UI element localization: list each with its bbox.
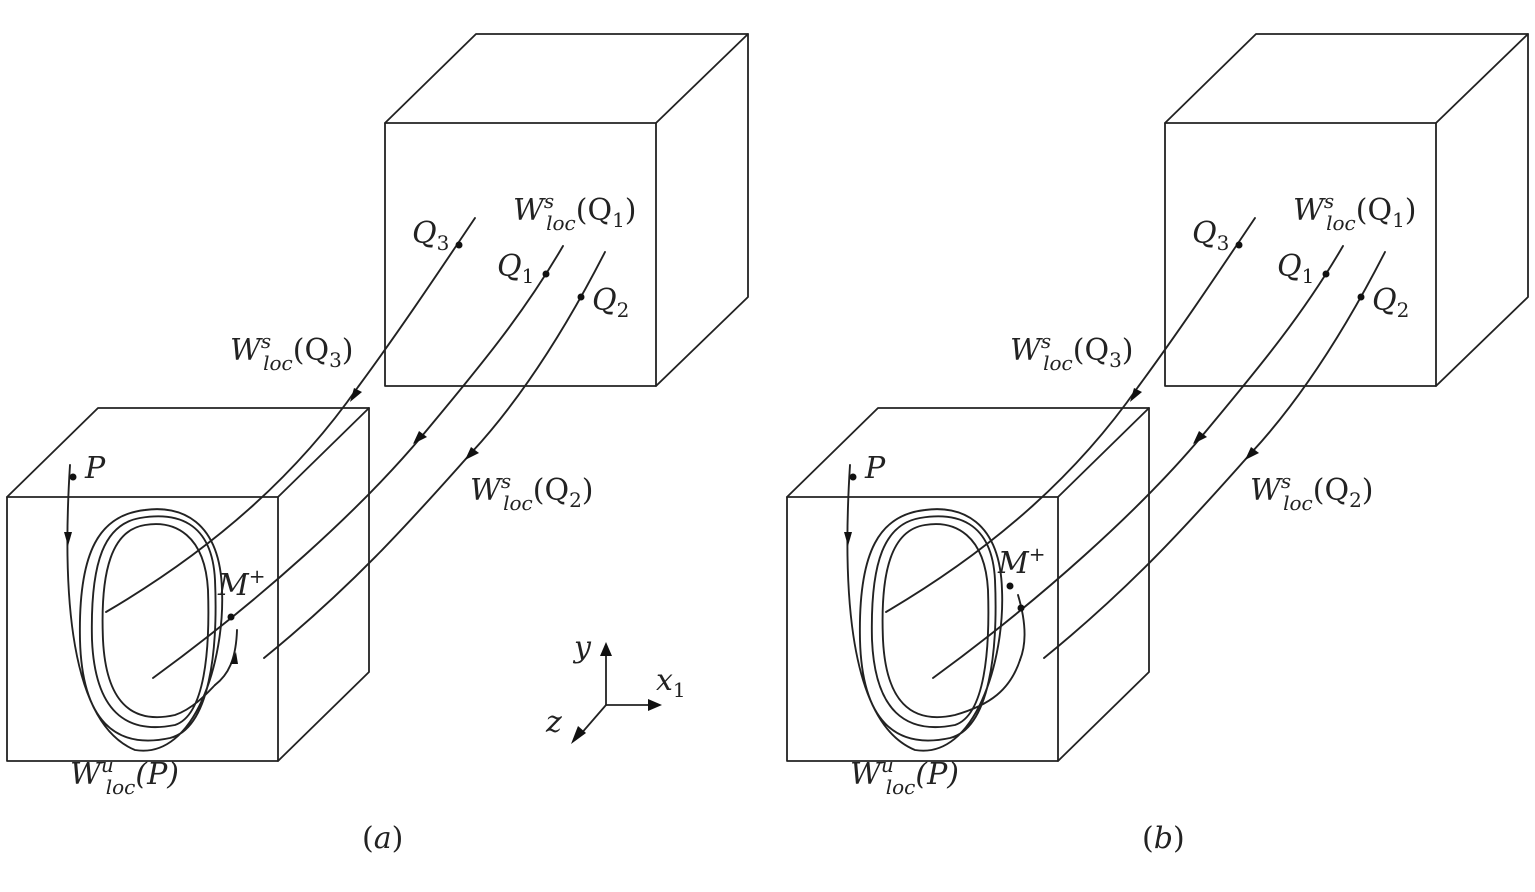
label-p-b: P (864, 451, 886, 486)
point-q1-a (542, 270, 550, 278)
point-p-b (849, 473, 857, 481)
label-q1-b: Q1 (1277, 249, 1314, 288)
arrow-ws-q2-a (465, 447, 479, 460)
unstable-manifold-loops-b (846, 464, 1026, 752)
point-m-a (227, 613, 235, 621)
caption-b: (b) (1142, 821, 1185, 856)
arrow-ws-q2-b (1245, 447, 1259, 460)
point-m-b (1006, 582, 1014, 590)
label-q3-b: Q3 (1192, 216, 1229, 255)
lower-box-b (786, 407, 1150, 762)
upper-box-a (384, 33, 749, 387)
label-m-plus-b: M+ (997, 542, 1045, 581)
point-q1-b (1322, 270, 1330, 278)
caption-a: (a) (362, 821, 403, 856)
axis-label-z: z (545, 705, 562, 740)
arrow-m-a (230, 652, 238, 664)
label-m-plus-a: M+ (217, 564, 265, 603)
arrow-p-b (844, 532, 852, 546)
label-p-a: P (84, 451, 106, 486)
label-q1-a: Q1 (497, 249, 534, 288)
point-q3-a (455, 241, 463, 249)
label-q2-b: Q2 (1372, 283, 1409, 322)
point-p-a (69, 473, 77, 481)
axis-label-y: y (572, 630, 592, 665)
arrow-ws-q3-a (350, 388, 362, 402)
label-q2-a: Q2 (592, 283, 629, 322)
axes-indicator: y x1 z (545, 630, 686, 744)
axis-label-x1: x1 (656, 663, 686, 702)
label-q3-a: Q3 (412, 216, 449, 255)
lower-box-a (6, 407, 370, 762)
point-m-curve-b (1017, 604, 1025, 612)
arrow-ws-q3-b (1130, 388, 1142, 402)
point-q3-b (1235, 241, 1243, 249)
unstable-manifold-loops-a (66, 464, 238, 752)
point-q2-b (1357, 293, 1365, 301)
point-q2-a (577, 293, 585, 301)
arrow-p-a (64, 532, 72, 546)
arrow-ws-q1-a (413, 431, 427, 444)
upper-box-b (1164, 33, 1529, 387)
arrow-ws-q1-b (1193, 431, 1207, 444)
